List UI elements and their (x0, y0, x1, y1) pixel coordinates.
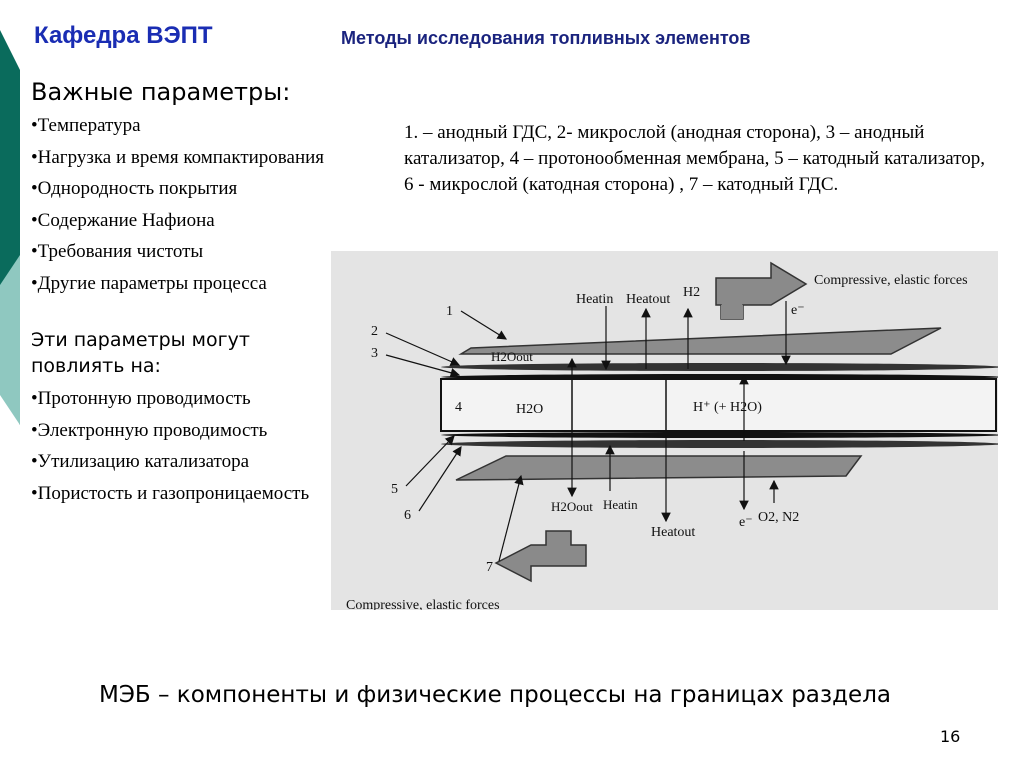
h2o-out-bottom-label: H2Oout (551, 499, 593, 514)
heat-out-top-label: Heatout (626, 292, 670, 307)
h-plus-label: H⁺ (+ H2O) (693, 400, 762, 415)
param-item: •Требования чистоты (31, 241, 204, 262)
number-6: 6 (404, 508, 411, 523)
cathode-gdl-layer (455, 455, 863, 481)
e-top-label: e⁻ (791, 303, 805, 318)
h2o-out-top-label: H2Oout (491, 349, 533, 364)
influence-heading: Эти параметры могут повлиять на: (31, 329, 250, 377)
params-heading: Важные параметры: (31, 78, 291, 106)
compressive-label-bottom: Compressive, elastic forces (346, 598, 500, 610)
slide-title: Методы исследования топливных элементов (341, 28, 751, 48)
department-title: Кафедра ВЭПТ (34, 22, 213, 49)
compressive-label-top: Compressive, elastic forces (814, 273, 968, 288)
heat-in-bottom-label: Heatin (603, 497, 638, 512)
param-item: •Нагрузка и время компактирования (31, 146, 325, 168)
o2-n2-label: O2, N2 (758, 510, 799, 525)
influence-item: •Электронную проводимость (31, 419, 268, 441)
influence-list: •Протонную проводимость •Электронную про… (31, 386, 327, 512)
number-5: 5 (391, 482, 398, 497)
h2o-label: H2O (516, 402, 543, 417)
influence-item: •Пористость и газопроницаемость (31, 482, 310, 504)
h2-label: H2 (683, 285, 700, 300)
param-item: •Другие параметры процесса (31, 272, 267, 294)
decorative-side-shapes (0, 30, 20, 425)
param-item: •Температура (31, 115, 141, 136)
influence-item: •Протонную проводимость (31, 388, 251, 409)
number-4: 4 (455, 400, 462, 415)
mea-diagram: Compressive, elastic forces Compressive,… (331, 251, 998, 610)
number-2: 2 (371, 324, 378, 339)
membrane-layer (440, 378, 997, 432)
number-1: 1 (446, 304, 453, 319)
page-number: 16 (940, 727, 961, 746)
cathode-microlayer (441, 440, 998, 448)
number-7: 7 (486, 560, 493, 575)
heat-in-top-label: Heatin (576, 292, 613, 307)
slide-caption: МЭБ – компоненты и физические процессы н… (99, 682, 891, 708)
e-bottom-label: e⁻ (739, 515, 753, 530)
anode-gdl-layer (458, 327, 942, 355)
number-3: 3 (371, 346, 378, 361)
param-item: •Однородность покрытия (31, 178, 238, 199)
figure-legend: 1. – анодный ГДС, 2- микрослой (анодная … (404, 122, 986, 195)
heat-out-bottom-label: Heatout (651, 525, 695, 540)
anode-microlayer (441, 363, 998, 371)
param-item: •Содержание Нафиона (31, 209, 215, 231)
compressive-arrow-bottom (494, 530, 587, 583)
cathode-catalyst-layer (441, 432, 998, 438)
params-list: •Температура •Нагрузка и время компактир… (31, 113, 327, 302)
influence-item: •Утилизацию катализатора (31, 451, 250, 472)
